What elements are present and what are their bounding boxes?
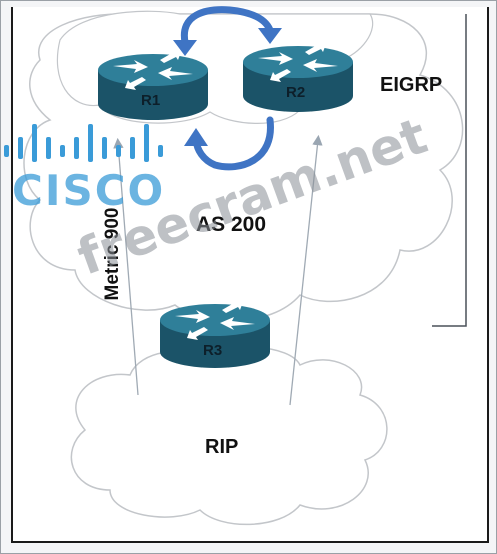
arrowhead-top-right (258, 28, 282, 44)
eigrp-bracket (432, 14, 467, 327)
router-r3-icon (175, 300, 255, 340)
cisco-logo-text: CISCO (12, 166, 166, 215)
router-r1-icon (113, 50, 193, 90)
router-r3-label: R3 (203, 342, 223, 359)
arrowhead-top-left (173, 40, 197, 56)
rip-label: RIP (205, 436, 239, 458)
router-r2 (243, 42, 353, 112)
redistribution-arrow-top (180, 6, 274, 46)
as-label: AS 200 (196, 213, 267, 236)
router-r2-label: R2 (286, 84, 306, 101)
router-r1-label: R1 (141, 92, 161, 109)
redistribution-arrow-bottom (192, 116, 274, 171)
eigrp-label: EIGRP (380, 74, 443, 96)
router-r2-icon (258, 42, 338, 82)
link-r3-r2 (289, 134, 323, 406)
router-r3 (160, 300, 270, 368)
link-r3-r1 (113, 137, 139, 396)
router-r1 (98, 50, 208, 120)
cisco-logo-bars (4, 124, 163, 162)
arrowhead-bottom (184, 128, 208, 146)
